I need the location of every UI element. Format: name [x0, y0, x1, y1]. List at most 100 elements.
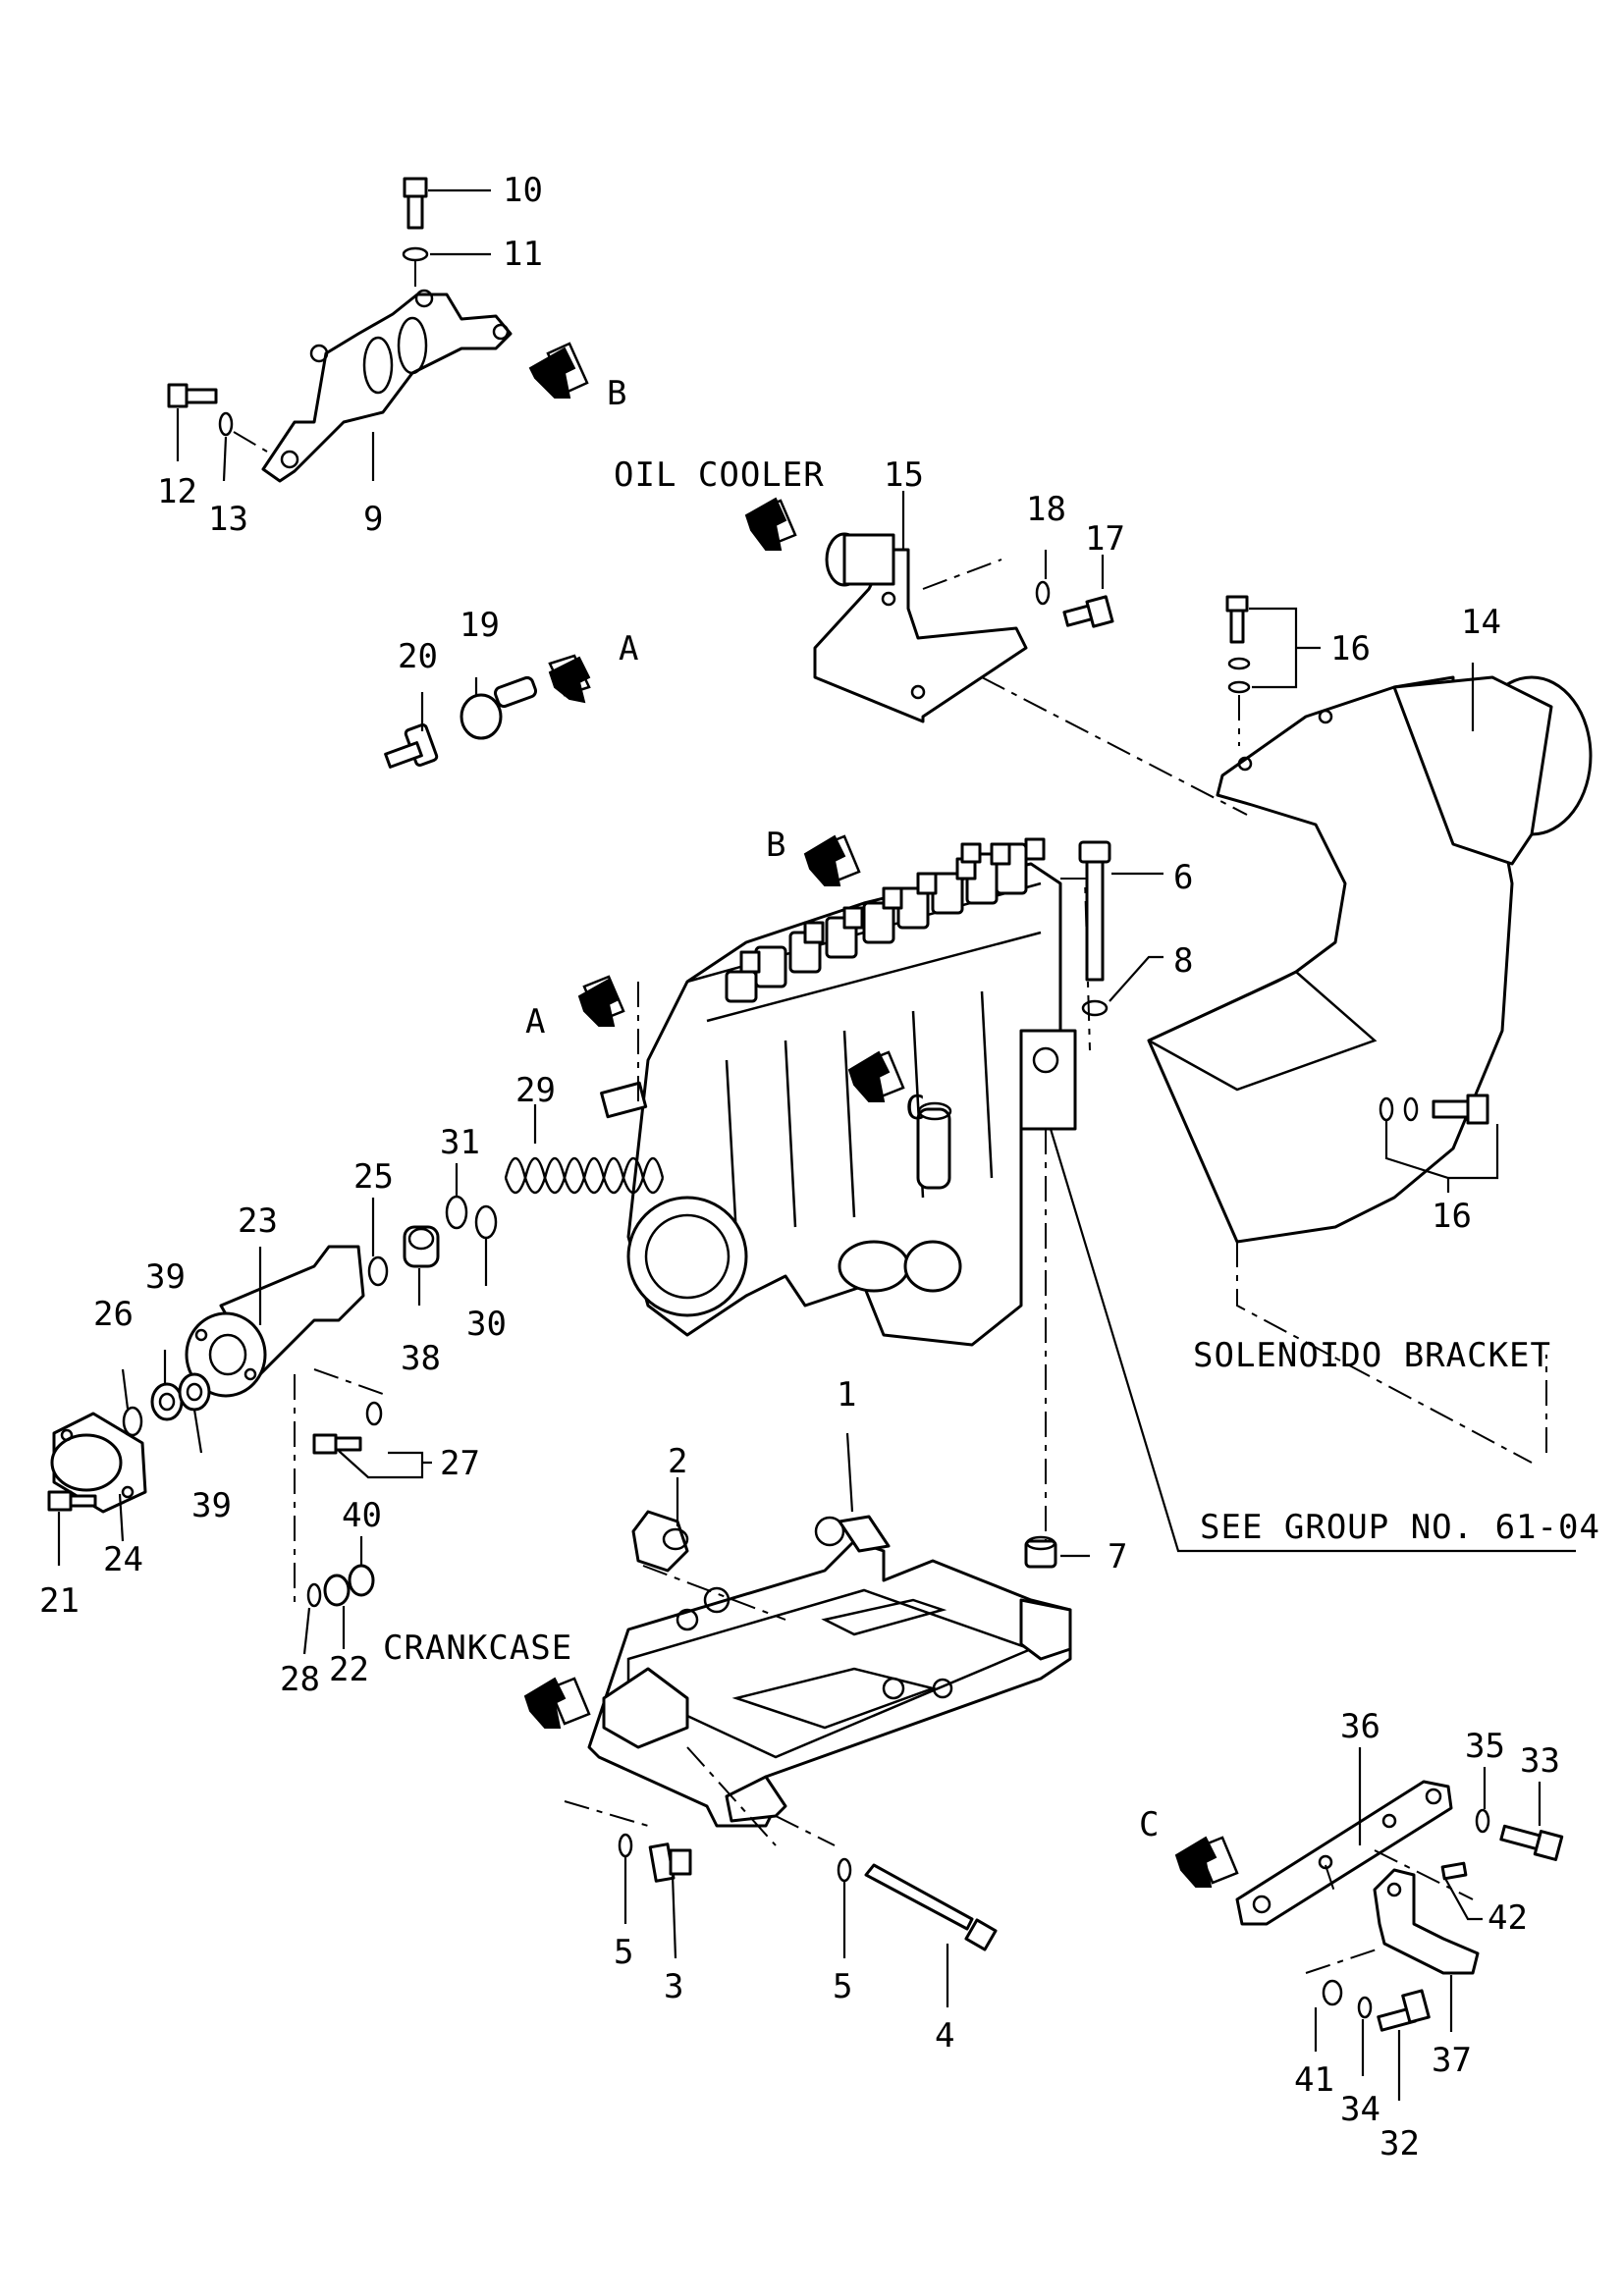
view-label-b-top: B	[607, 374, 626, 413]
view-label-a-pump: A	[525, 1002, 545, 1041]
oil-cooler-label: OIL COOLER	[614, 455, 825, 495]
part-number-39-top: 39	[145, 1257, 186, 1297]
part-number-39-bottom: 39	[191, 1486, 232, 1525]
view-label-c-pump: C	[905, 1089, 925, 1128]
part-number-10: 10	[503, 171, 543, 210]
plate-36	[1235, 1747, 1474, 1926]
part-number-24: 24	[103, 1540, 143, 1579]
part-number-16-bottom: 16	[1432, 1197, 1472, 1236]
part-number-2: 2	[668, 1442, 687, 1481]
bolt-32	[1377, 1989, 1431, 2101]
part-number-15: 15	[884, 455, 924, 495]
part-number-13: 13	[208, 500, 248, 539]
washer-35	[1475, 1767, 1490, 1834]
washer-34	[1357, 1996, 1373, 2076]
washer-8	[1081, 955, 1163, 1017]
bracket-1	[564, 1432, 1072, 1846]
view-label-c-bottom: C	[1139, 1805, 1159, 1844]
bolt-group-16-bottom	[1236, 1094, 1547, 1464]
part-number-31: 31	[440, 1123, 480, 1162]
view-arrow-a-top	[548, 654, 591, 704]
see-group-label: SEE GROUP NO. 61-04	[1200, 1508, 1600, 1547]
washer-31	[445, 1163, 468, 1230]
bolt-33	[1499, 1782, 1564, 1861]
view-arrow-b-top	[528, 342, 589, 399]
oring-26	[121, 1368, 143, 1437]
part-number-37: 37	[1432, 2041, 1472, 2080]
washer-5-right	[837, 1857, 852, 1958]
part-number-18: 18	[1026, 490, 1066, 529]
fitting-20	[384, 692, 439, 769]
spring-29	[504, 1104, 665, 1195]
part-number-7: 7	[1108, 1537, 1127, 1576]
part-number-4: 4	[935, 2016, 954, 2056]
part-number-29: 29	[515, 1071, 556, 1110]
part-number-17: 17	[1085, 519, 1125, 559]
cover-14	[1147, 663, 1593, 1244]
oring-25	[367, 1198, 389, 1287]
part-number-9: 9	[363, 500, 383, 539]
part-number-27: 27	[440, 1444, 480, 1483]
sleeve-7	[1024, 1535, 1090, 1569]
part-number-19: 19	[460, 606, 500, 645]
bracket-37	[1305, 1868, 1480, 2032]
bolt-6	[1078, 840, 1163, 982]
nut-39-a	[150, 1350, 184, 1421]
view-arrow-b-pump	[803, 834, 861, 886]
part-number-8: 8	[1173, 941, 1193, 981]
washer-30	[474, 1204, 498, 1286]
part-number-28: 28	[280, 1660, 320, 1699]
part-number-23: 23	[238, 1201, 278, 1241]
washer-18	[1035, 550, 1051, 606]
bolt-21	[47, 1490, 97, 1566]
fitting-19	[460, 675, 538, 740]
washer-41	[1314, 1979, 1343, 2052]
view-label-b-pump: B	[766, 826, 785, 865]
part-number-42: 42	[1488, 1898, 1528, 1938]
bolt-12	[167, 383, 218, 461]
washer-5-left	[618, 1833, 633, 1924]
view-arrow-c-bottom	[1174, 1836, 1239, 1888]
solenoid-bracket-label: SOLENOIDO BRACKET	[1193, 1336, 1551, 1375]
part-number-5-right: 5	[833, 1967, 852, 2006]
oil-cooler-arrow	[744, 497, 797, 551]
part-number-5-left: 5	[614, 1933, 633, 1972]
crankcase-arrow	[523, 1677, 591, 1729]
bolt-3	[648, 1842, 692, 1959]
view-label-a-top: A	[619, 629, 638, 668]
part-number-6: 6	[1173, 858, 1193, 897]
nut-39-b	[178, 1372, 211, 1454]
bolt-17	[1062, 555, 1114, 628]
nut-38	[403, 1225, 440, 1306]
part-number-26: 26	[93, 1295, 134, 1334]
part-number-33: 33	[1520, 1741, 1560, 1781]
part-number-12: 12	[157, 472, 197, 511]
part-number-16-top: 16	[1330, 629, 1371, 668]
washer-11	[402, 246, 491, 294]
bolt-4	[864, 1863, 998, 2007]
pipe-23	[185, 1245, 384, 1610]
crankcase-label: CRANKCASE	[383, 1629, 572, 1668]
view-arrow-a-pump	[577, 975, 625, 1027]
cap-24	[50, 1412, 147, 1542]
part-number-30: 30	[466, 1305, 507, 1344]
part-number-1: 1	[837, 1375, 856, 1415]
view-arrow-c-pump	[847, 1050, 905, 1102]
part-number-14: 14	[1461, 603, 1501, 642]
part-number-20: 20	[398, 637, 438, 676]
part-number-38: 38	[401, 1339, 441, 1378]
injection-pump	[600, 837, 1576, 1561]
part-number-40: 40	[342, 1496, 382, 1535]
bolt-washer-27	[312, 1401, 432, 1479]
part-number-25: 25	[353, 1157, 394, 1197]
part-number-32: 32	[1380, 2124, 1420, 2163]
washer-13	[218, 411, 268, 482]
bolt-group-16-top	[1225, 595, 1321, 746]
part-number-21: 21	[39, 1581, 80, 1621]
bolt-10	[403, 177, 491, 230]
part-number-35: 35	[1465, 1727, 1505, 1766]
part-number-22: 22	[329, 1650, 369, 1689]
shim-42	[1440, 1861, 1483, 1921]
part-number-3: 3	[664, 1967, 683, 2006]
bracket-15	[813, 491, 1248, 816]
